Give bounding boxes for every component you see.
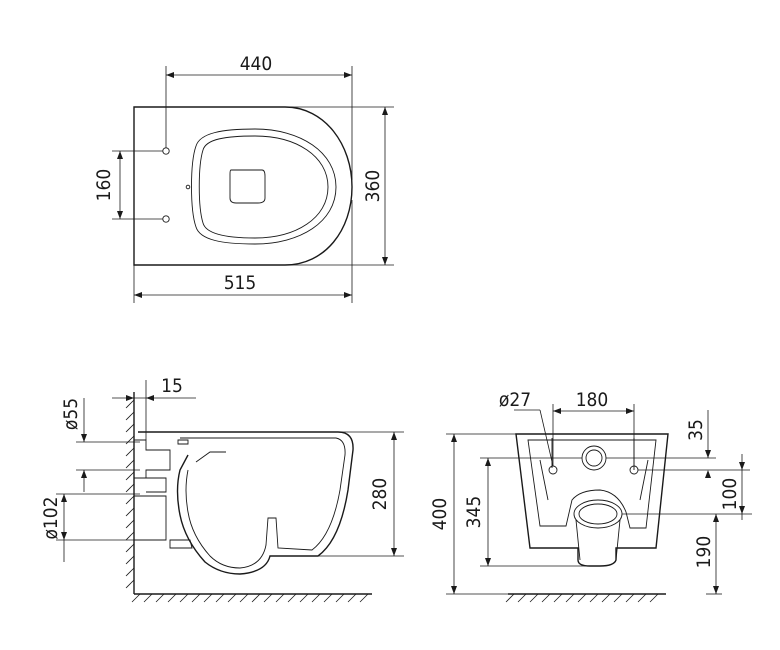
dim-label-35: 35 (685, 419, 707, 441)
dim-label-190: 190 (693, 536, 715, 569)
front-view: ø27 180 35 100 190 400 (429, 389, 752, 603)
front-view-fixing-hole-left (548, 465, 558, 475)
top-view-bowl-inner (198, 135, 329, 239)
top-view-flush-inlet (185, 184, 191, 190)
dim-label-515: 515 (224, 272, 257, 294)
side-view-outlet-pipe (134, 495, 167, 541)
dim-label-27: ø27 (499, 389, 531, 411)
dim-label-102: ø102 (40, 496, 62, 539)
dim-label-360: 360 (362, 170, 384, 203)
dim-label-280: 280 (369, 478, 391, 511)
front-view-inner-cavity (527, 439, 657, 529)
dim-label-15: 15 (161, 375, 183, 397)
side-view: ø55 15 ø102 280 (40, 375, 404, 603)
top-view-bowl-rim (191, 128, 337, 245)
dim-label-345: 345 (463, 496, 485, 529)
dim-label-180: 180 (576, 389, 609, 411)
top-view-fixing-hole-top (162, 147, 170, 155)
side-view-bowl-inner (180, 437, 346, 569)
side-view-inlet-pipe (134, 439, 171, 479)
top-view-outline (133, 106, 353, 266)
dim-label-440: 440 (240, 53, 273, 75)
dim-label-400: 400 (429, 498, 451, 531)
dim-label-100: 100 (719, 478, 741, 511)
top-view-drain (229, 169, 266, 204)
top-view-fixing-hole-bottom (162, 215, 170, 223)
top-view: 440 515 360 160 (93, 53, 394, 303)
dim-label-55: ø55 (60, 398, 82, 430)
front-view-outline (515, 433, 669, 567)
dim-label-160: 160 (93, 169, 115, 202)
side-view-bowl-outline (138, 431, 354, 575)
